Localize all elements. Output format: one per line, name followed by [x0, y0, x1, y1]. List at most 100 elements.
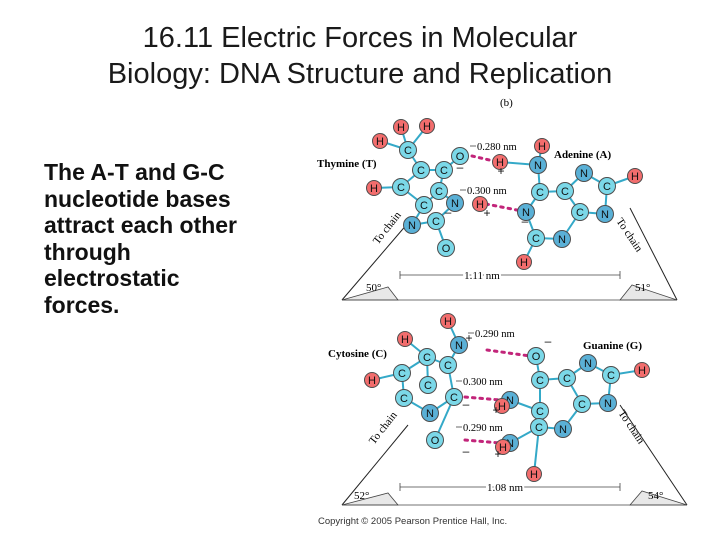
- atom-o: O: [426, 431, 444, 449]
- atom-c: C: [418, 348, 436, 366]
- atom-c: C: [439, 356, 457, 374]
- atom-symbol: H: [499, 442, 507, 454]
- atom-c: C: [571, 203, 589, 221]
- guanine-label: Guanine (G): [583, 340, 642, 352]
- atom-symbol: H: [530, 469, 538, 481]
- at-bond1-length: 0.280 nm: [477, 142, 517, 153]
- atom-symbol: C: [420, 200, 428, 212]
- atom-symbol: H: [476, 199, 484, 211]
- atom-symbol: C: [400, 393, 408, 405]
- atom-symbol: N: [601, 209, 609, 221]
- gc-bond3-length: 0.290 nm: [463, 423, 503, 434]
- atom-symbol: N: [408, 220, 416, 232]
- atom-symbol: C: [417, 165, 425, 177]
- atom-symbol: C: [603, 181, 611, 193]
- hydrogen-bond: [484, 202, 524, 213]
- atom-h: H: [526, 466, 542, 482]
- atom-symbol: N: [522, 207, 530, 219]
- panel-label: (b): [500, 97, 513, 109]
- gc-bond1-length: 0.290 nm: [475, 329, 515, 340]
- atom-c: C: [415, 196, 433, 214]
- atom-n: N: [517, 203, 535, 221]
- atom-h: H: [397, 331, 413, 347]
- atom-h: H: [472, 196, 488, 212]
- dna-base-pair-figure: (b) 1.11 nm 50° 51° To chain To chain Th…: [317, 97, 688, 506]
- gc-bond-label-1: 0.290 nm: [468, 329, 515, 340]
- atom-symbol: O: [532, 351, 541, 363]
- atom-symbol: H: [401, 334, 409, 346]
- atom-symbol: N: [584, 358, 592, 370]
- positive-charge: +: [483, 206, 490, 220]
- atom-n: N: [403, 216, 421, 234]
- thymine-label: Thymine (T): [317, 158, 377, 170]
- atom-h: H: [495, 439, 511, 455]
- at-chain-lines: [341, 207, 678, 301]
- atom-n: N: [446, 194, 464, 212]
- atom-symbol: H: [631, 171, 639, 183]
- atom-symbol: N: [558, 234, 566, 246]
- atom-symbol: N: [534, 160, 542, 172]
- atom-h: H: [372, 133, 388, 149]
- atom-symbol: H: [423, 121, 431, 133]
- atom-symbol: C: [578, 399, 586, 411]
- atom-n: N: [579, 354, 597, 372]
- atom-h: H: [492, 154, 508, 170]
- atom-symbol: H: [638, 365, 646, 377]
- atom-n: N: [599, 394, 617, 412]
- at-distance-marker: [399, 271, 621, 279]
- atom-symbol: H: [498, 401, 506, 413]
- atom-h: H: [534, 138, 550, 154]
- slide-title: 16.11 Electric Forces in Molecular Biolo…: [0, 20, 720, 92]
- atom-n: N: [554, 420, 572, 438]
- title-line-1: 16.11 Electric Forces in Molecular: [142, 22, 578, 54]
- positive-charge: +: [492, 403, 499, 417]
- atom-symbol: C: [536, 406, 544, 418]
- positive-charge: +: [497, 164, 504, 178]
- atom-symbol: H: [370, 183, 378, 195]
- atom-symbol: N: [604, 398, 612, 410]
- atom-symbol: C: [435, 186, 443, 198]
- atom-o: O: [451, 147, 469, 165]
- gc-span-label: 1.08 nm: [487, 482, 524, 494]
- negative-charge: –: [445, 205, 452, 219]
- atom-symbol: O: [456, 151, 465, 163]
- at-left-angle: 50°: [366, 282, 381, 294]
- atom-c: C: [399, 141, 417, 159]
- atom-symbol: C: [563, 373, 571, 385]
- negative-charge: –: [463, 444, 470, 458]
- atom-symbol: C: [607, 370, 615, 382]
- atom-symbol: C: [536, 187, 544, 199]
- atom-symbol: H: [368, 375, 376, 387]
- atom-n: N: [596, 205, 614, 223]
- atom-c: C: [531, 402, 549, 420]
- atom-c: C: [573, 395, 591, 413]
- atom-symbol: H: [444, 316, 452, 328]
- atom-c: C: [395, 389, 413, 407]
- atom-symbol: N: [580, 168, 588, 180]
- atom-symbol: H: [397, 122, 405, 134]
- atom-c: C: [392, 178, 410, 196]
- atom-c: C: [530, 418, 548, 436]
- atom-h: H: [366, 180, 382, 196]
- at-bond-label-1: 0.280 nm: [470, 142, 517, 153]
- at-bond2-length: 0.300 nm: [467, 186, 507, 197]
- atom-c: C: [445, 388, 463, 406]
- gc-right-chain-label: To chain: [616, 408, 647, 447]
- negative-charge: –: [522, 214, 529, 228]
- body-line: forces.: [44, 291, 120, 318]
- atom-h: H: [364, 372, 380, 388]
- hydrogen-bond: [463, 438, 502, 445]
- partial-charges: –+––++–+–+–: [445, 160, 552, 461]
- atom-symbol: H: [538, 141, 546, 153]
- atom-symbol: C: [404, 145, 412, 157]
- atom-symbol: C: [535, 422, 543, 434]
- gc-bond-label-3: 0.290 nm: [456, 423, 503, 434]
- atom-symbol: C: [532, 233, 540, 245]
- atom-symbol: N: [451, 198, 459, 210]
- atom-symbol: O: [442, 243, 451, 255]
- at-right-angle: 51°: [635, 282, 650, 294]
- at-right-chain-label: To chain: [614, 216, 645, 255]
- hydrogen-bond: [485, 348, 532, 358]
